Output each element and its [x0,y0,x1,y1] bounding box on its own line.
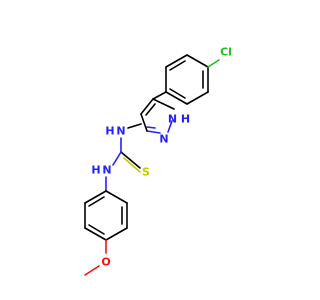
sulfur-label: S [142,166,150,179]
pyrazole-n-label: N [159,133,168,146]
oxygen-label: O [101,256,110,269]
chlorine-label: Cl [220,46,232,59]
pyrazole-ring [140,98,175,134]
c-s-bond [120,151,141,169]
o-ch3-bond [84,265,100,276]
aryl-pyrazole-bond [152,91,167,100]
methoxyphenyl-ring [84,190,128,241]
amine2-n-label: N [102,164,111,177]
amine2-h-label: H [91,164,100,177]
chlorophenyl-ring [165,54,209,105]
c-n2-bond [112,151,122,166]
pyrazole-nh-bond [127,123,142,129]
molecule-diagram: Cl N H N N H S H N O [84,46,232,276]
c-cl-bond [207,59,220,68]
amine1-n-label: N [116,125,125,138]
pyrazole-nh-label: N H [168,113,190,126]
c-s-bond-second [123,157,141,173]
amine1-h-label: H [105,125,114,138]
